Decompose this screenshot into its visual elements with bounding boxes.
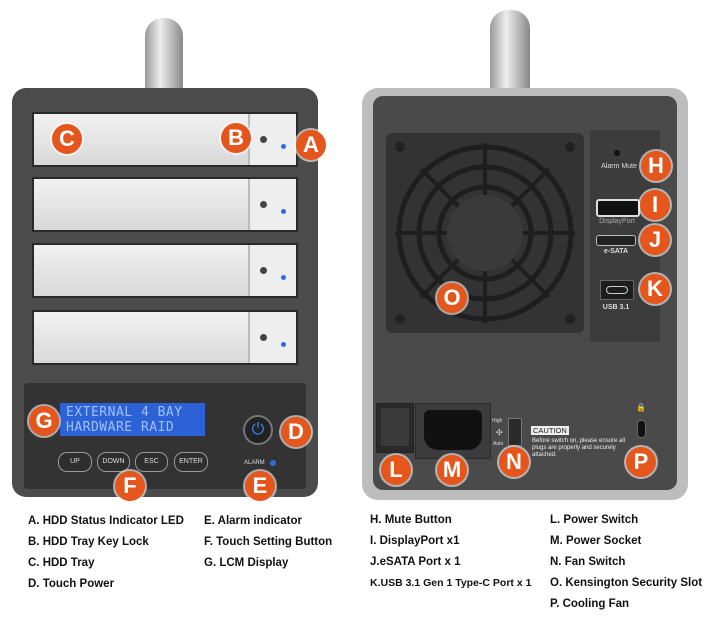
lcd-line-2: HARDWARE RAID [66,420,175,435]
badge-a: A [296,130,326,160]
front-handle [145,18,183,98]
legend-c: C. HDD Tray [28,557,95,569]
legend-i: I. DisplayPort x1 [370,535,460,547]
lcd-line-1: EXTERNAL 4 BAY [66,405,183,420]
badge-g: G [29,406,59,436]
power-socket [415,403,491,459]
tray-key-lock[interactable] [248,114,296,165]
legend-e: E. Alarm indicator [204,515,302,527]
kensington-slot[interactable] [637,420,646,438]
usb-c-port[interactable] [600,280,634,300]
kensington-lock-icon: 🔒 [636,403,646,412]
cooling-fan [386,133,584,333]
legend-h: H. Mute Button [370,514,452,526]
badge-b: B [221,123,251,153]
alarm-label: ALARM [244,460,265,466]
badge-e: E [245,471,275,501]
legend-k: K.USB 3.1 Gen 1 Type-C Port x 1 [370,577,532,589]
legend-j: J.eSATA Port x 1 [370,556,461,568]
back-handle [490,10,530,98]
badge-l: L [381,455,411,485]
hdd-tray-2[interactable] [32,177,298,232]
badge-f: F [115,471,145,501]
fan-grille-icon [395,142,575,324]
enter-button[interactable]: ENTER [174,452,208,472]
legend-f: F. Touch Setting Button [204,536,333,548]
badge-c: C [52,124,82,154]
tray-key-lock[interactable] [248,245,296,296]
hdd-tray-4[interactable] [32,310,298,365]
tray-key-lock[interactable] [248,312,296,363]
legend-n: N. Fan Switch [550,556,626,568]
usb-label: USB 3.1 [602,304,630,311]
badge-d: D [281,417,311,447]
caution-text: Before switch on, please ensure all plug… [532,438,626,458]
esc-button[interactable]: ESC [135,452,168,472]
fan-high-label: High [492,418,503,424]
legend-p: P. Cooling Fan [550,598,630,610]
legend-d: D. Touch Power [28,578,115,590]
down-button[interactable]: DOWN [97,452,130,472]
legend-o: O. Kensington Security Slot [550,577,703,589]
hdd-tray-3[interactable] [32,243,298,298]
power-button[interactable]: ⏻ [243,415,273,445]
badge-k: K [640,274,670,304]
badge-o: O [437,283,467,313]
legend-a: A. HDD Status Indicator LED [28,515,184,527]
alarm-led [270,460,276,466]
fan-auto-label: Auto [493,441,504,447]
tray-key-lock[interactable] [248,179,296,230]
hdd-status-led [281,342,286,347]
badge-m: M [437,455,467,485]
hdd-status-led [281,275,286,280]
hdd-status-led [281,209,286,214]
esata-label: e-SATA [603,248,629,255]
fan-switch[interactable] [508,418,522,446]
esata-port[interactable] [596,235,636,246]
caution-title: CAUTION [531,426,569,435]
badge-j: J [640,225,670,255]
legend-l: L. Power Switch [550,514,639,526]
displayport-label: DisplayPort [599,218,635,225]
legend-g: G. LCM Display [204,557,289,569]
hdd-status-led [281,144,286,149]
up-button[interactable]: UP [58,452,92,472]
mute-button[interactable] [614,150,620,156]
fan-icon: ✣ [496,428,503,437]
power-switch[interactable] [376,403,414,453]
badge-h: H [641,151,671,181]
badge-p: P [626,447,656,477]
power-icon: ⏻ [251,421,265,438]
legend-b: B. HDD Tray Key Lock [28,536,149,548]
displayport[interactable] [596,199,640,217]
badge-n: N [499,447,529,477]
hdd-tray-1[interactable] [32,112,298,167]
alarm-mute-label: Alarm Mute [601,163,637,170]
badge-i: I [640,190,670,220]
legend-m: M. Power Socket [550,535,642,547]
